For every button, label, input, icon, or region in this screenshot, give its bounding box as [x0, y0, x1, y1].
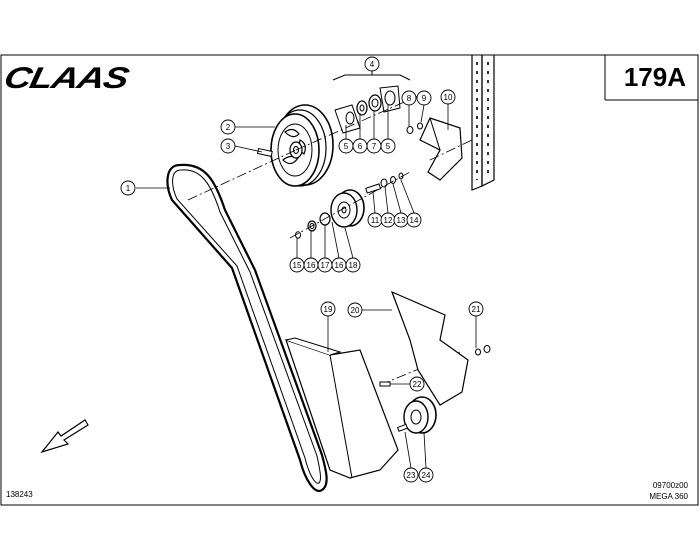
- page-number: 179A: [623, 62, 686, 92]
- key-pin: [256, 147, 273, 157]
- callout-3: 3: [220, 138, 236, 154]
- callout-6: 6: [352, 138, 368, 154]
- svg-text:9: 9: [422, 94, 427, 103]
- callout-16b: 16: [331, 257, 347, 273]
- svg-text:7: 7: [372, 142, 377, 151]
- svg-text:11: 11: [371, 216, 380, 225]
- svg-text:16: 16: [335, 261, 344, 270]
- callout-19: 19: [320, 301, 336, 317]
- callout-21: 21: [468, 301, 484, 317]
- svg-text:18: 18: [349, 261, 358, 270]
- callout-15: 15: [289, 257, 305, 273]
- small-hardware: [295, 172, 404, 239]
- callout-5a: 5: [338, 138, 354, 154]
- bearing-set: [334, 85, 401, 134]
- callout-11: 11: [367, 212, 383, 228]
- callout-22: 22: [409, 376, 425, 392]
- callouts: 1 2 3 4 5 6 7 5 8 9 10 11 12 13 14 15 16…: [120, 56, 484, 483]
- callout-13: 13: [393, 212, 409, 228]
- callout-20: 20: [347, 302, 363, 318]
- svg-text:17: 17: [321, 261, 330, 270]
- svg-text:15: 15: [293, 261, 302, 270]
- svg-text:19: 19: [324, 305, 333, 314]
- direction-arrow-icon: [40, 419, 89, 454]
- model-name: MEGA 360: [649, 492, 688, 501]
- callout-2: 2: [220, 119, 236, 135]
- svg-text:21: 21: [472, 305, 481, 314]
- svg-text:4: 4: [370, 60, 375, 69]
- callout-8: 8: [401, 90, 417, 106]
- guard-shield: [285, 337, 399, 479]
- v-belt: [166, 163, 328, 493]
- tension-pulley: [330, 189, 365, 228]
- svg-text:3: 3: [226, 142, 231, 151]
- svg-text:22: 22: [413, 380, 422, 389]
- brand-logo: CLAAS: [0, 62, 131, 95]
- callout-4: 4: [364, 56, 380, 72]
- callout-24: 24: [418, 467, 434, 483]
- large-pulley: [270, 104, 334, 187]
- svg-text:24: 24: [422, 471, 431, 480]
- svg-text:5: 5: [386, 142, 391, 151]
- svg-text:13: 13: [397, 216, 406, 225]
- callout-23: 23: [403, 467, 419, 483]
- svg-text:10: 10: [444, 93, 453, 102]
- frame-rail: [471, 55, 495, 191]
- callout-18: 18: [345, 257, 361, 273]
- svg-text:16: 16: [307, 261, 316, 270]
- callout-12: 12: [380, 212, 396, 228]
- callout-1: 1: [120, 180, 136, 196]
- svg-text:1: 1: [126, 184, 131, 193]
- callout-14: 14: [406, 212, 422, 228]
- bolt-nut: [379, 345, 491, 387]
- support-bracket: [419, 117, 463, 181]
- callout-7: 7: [366, 138, 382, 154]
- svg-text:2: 2: [226, 123, 231, 132]
- drawing-number: 138243: [6, 490, 33, 499]
- callout-16a: 16: [303, 257, 319, 273]
- cover-plate: [390, 290, 469, 406]
- svg-text:23: 23: [407, 471, 416, 480]
- svg-text:14: 14: [410, 216, 419, 225]
- svg-text:6: 6: [358, 142, 363, 151]
- svg-text:5: 5: [344, 142, 349, 151]
- leader-lines: [136, 104, 477, 469]
- callout-5b: 5: [380, 138, 396, 154]
- callout-9: 9: [416, 90, 432, 106]
- reference-code: 09700z00: [652, 481, 688, 490]
- small-pulley: [396, 396, 437, 434]
- svg-text:12: 12: [384, 216, 393, 225]
- svg-text:20: 20: [351, 306, 360, 315]
- svg-text:8: 8: [407, 94, 412, 103]
- screw-washer: [406, 122, 423, 134]
- callout-17: 17: [317, 257, 333, 273]
- callout-10: 10: [440, 89, 456, 105]
- group-brace-4: [332, 74, 411, 81]
